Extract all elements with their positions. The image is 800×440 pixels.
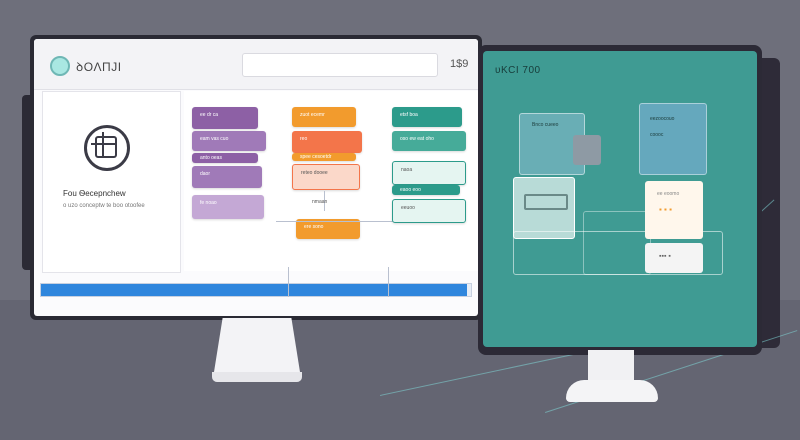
card-label: zuot ecemr <box>300 112 325 118</box>
card-column-3[interactable]: naoa <box>392 161 466 185</box>
card-label: eaoo eoo <box>400 187 421 193</box>
timeline-marker <box>288 267 289 297</box>
card-label: spee cesoetdr <box>300 154 332 160</box>
card-label: eeuoo <box>401 205 415 211</box>
left-screen: ꝺOΛΠJI 1$9 Fou Ѳecepnchew o uzo conceptw… <box>34 39 478 316</box>
card-label: ▪▪▪ ▪ <box>659 253 671 260</box>
card-sublabel: coooc <box>650 132 664 138</box>
document-icon <box>524 194 568 210</box>
card-label: ee eoomo <box>657 191 680 197</box>
progress-fill <box>41 284 467 296</box>
glass-card-b[interactable]: eezoocouo coooc <box>639 103 707 175</box>
card-label: eezoocouo <box>650 116 675 122</box>
card-label: eam vas cuo <box>200 136 229 142</box>
frame-outline <box>513 231 723 275</box>
document-panel[interactable] <box>513 177 575 239</box>
app-title: ꝺOΛΠJI <box>76 60 122 74</box>
rating-dots: ▪ ▪ ▪ <box>659 205 672 214</box>
card-column-1-header[interactable]: ee dr ca <box>192 107 258 129</box>
card-label: Bnco cueeo <box>532 122 559 128</box>
right-monitor: ᴜKCI 700 Bnco cueeo eezoocouo coooc ee e… <box>478 45 762 355</box>
app-header: ꝺOΛΠJI 1$9 <box>34 39 478 90</box>
card-column-2[interactable]: spee cesoetdr <box>292 153 356 161</box>
globe-frame <box>95 136 117 158</box>
globe-meridian <box>102 132 104 158</box>
sidebar-panel: Fou Ѳecepnchew o uzo conceptw te boo oto… <box>42 91 181 273</box>
kanban-board: ee dr ca eam vas cuo anto oeas daor fe n… <box>184 91 478 271</box>
card-column-1[interactable]: daor <box>192 166 262 188</box>
globe-icon <box>84 125 130 171</box>
card-column-1[interactable]: anto oeas <box>192 153 258 163</box>
timeline-progress-bar[interactable] <box>40 283 472 297</box>
right-monitor-base <box>566 380 658 402</box>
card-column-1[interactable]: eam vas cuo <box>192 131 266 151</box>
connector-label: nmaan <box>312 199 328 205</box>
right-app-title: ᴜKCI 700 <box>495 65 541 76</box>
card-label: naoa <box>401 167 413 173</box>
card-column-3[interactable]: oso ew eat oho <box>392 131 466 151</box>
frame-outline <box>583 211 651 275</box>
header-code-label: 1$9 <box>450 58 469 70</box>
left-monitor: ꝺOΛΠJI 1$9 Fou Ѳecepnchew o uzo conceptw… <box>30 35 482 320</box>
card-column-1[interactable]: fe noao <box>192 195 264 219</box>
app-logo-icon <box>50 56 70 76</box>
card-column-2-header[interactable]: zuot ecemr <box>292 107 356 127</box>
globe-equator <box>91 143 117 145</box>
card-label: oso ew eat oho <box>400 136 434 142</box>
info-card-c[interactable]: ee eoomo ▪ ▪ ▪ <box>645 181 703 239</box>
right-screen: ᴜKCI 700 Bnco cueeo eezoocouo coooc ee e… <box>483 51 757 347</box>
connector-line <box>276 221 416 222</box>
card-column-2[interactable]: reteo dooee <box>292 164 360 190</box>
card-label: ere sono <box>304 224 324 230</box>
card-label: reteo dooee <box>301 170 328 176</box>
card-column-2[interactable]: ere sono <box>296 219 360 239</box>
card-label: daor <box>200 171 211 177</box>
sidebar-title: Fou Ѳecepnchew <box>63 189 126 198</box>
card-column-3-header[interactable]: etsf boa <box>392 107 462 127</box>
connector-line <box>324 191 325 211</box>
timeline-marker <box>388 267 389 297</box>
card-label: etsf boa <box>400 112 418 118</box>
left-monitor-stand <box>214 318 300 372</box>
card-label: anto oeas <box>200 155 222 161</box>
glass-card-a-shadow <box>573 135 601 165</box>
search-input[interactable] <box>242 53 438 77</box>
card-column-3[interactable]: eeuoo <box>392 199 466 223</box>
card-label: ee dr ca <box>200 112 219 118</box>
info-card-d[interactable]: ▪▪▪ ▪ <box>645 243 703 273</box>
card-column-2[interactable]: reo <box>292 131 362 153</box>
card-column-3[interactable]: eaoo eoo <box>392 185 460 195</box>
left-monitor-base <box>212 372 302 382</box>
sidebar-subtitle: o uzo conceptw te boo otoofee <box>63 203 145 209</box>
card-label: fe noao <box>200 200 217 206</box>
card-label: reo <box>300 136 308 142</box>
